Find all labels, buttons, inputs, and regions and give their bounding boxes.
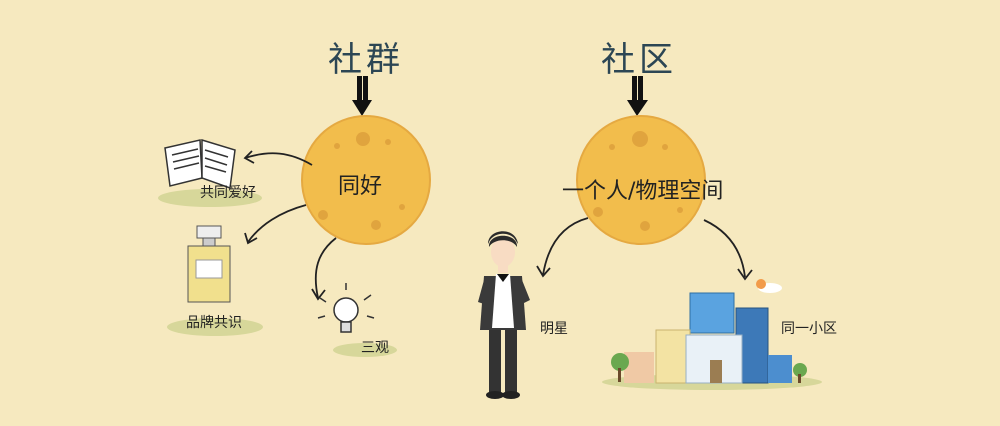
label-same-neighborhood: 同一小区 (781, 321, 837, 337)
label-shared-hobby: 共同爱好 (200, 185, 256, 201)
right-moon-icon (576, 115, 706, 245)
label-brand-consensus: 品牌共识 (186, 315, 242, 331)
star-person-illustration (478, 231, 530, 399)
book-icon (164, 138, 236, 190)
lightbulb-icon (317, 283, 375, 333)
down-arrow-right-icon (627, 76, 648, 116)
right-moon-label: 一个人/物理空间 (562, 179, 724, 204)
ground-patch-book (158, 189, 262, 207)
title-community: 社区 (601, 40, 677, 80)
label-celebrity: 明星 (540, 321, 568, 337)
label-values: 三观 (361, 340, 389, 356)
left-moon-label: 同好 (338, 174, 383, 199)
down-arrow-left-icon (352, 76, 372, 116)
right-branch-arrows (536, 217, 753, 281)
ground-patch-bulb (333, 343, 397, 357)
left-moon-icon (301, 115, 431, 245)
left-branch-arrows (243, 150, 337, 301)
buildings-illustration (611, 279, 807, 384)
title-community-group: 社群 (328, 40, 404, 80)
perfume-bottle-icon (187, 225, 231, 303)
ground-patch-perfume (167, 318, 263, 336)
